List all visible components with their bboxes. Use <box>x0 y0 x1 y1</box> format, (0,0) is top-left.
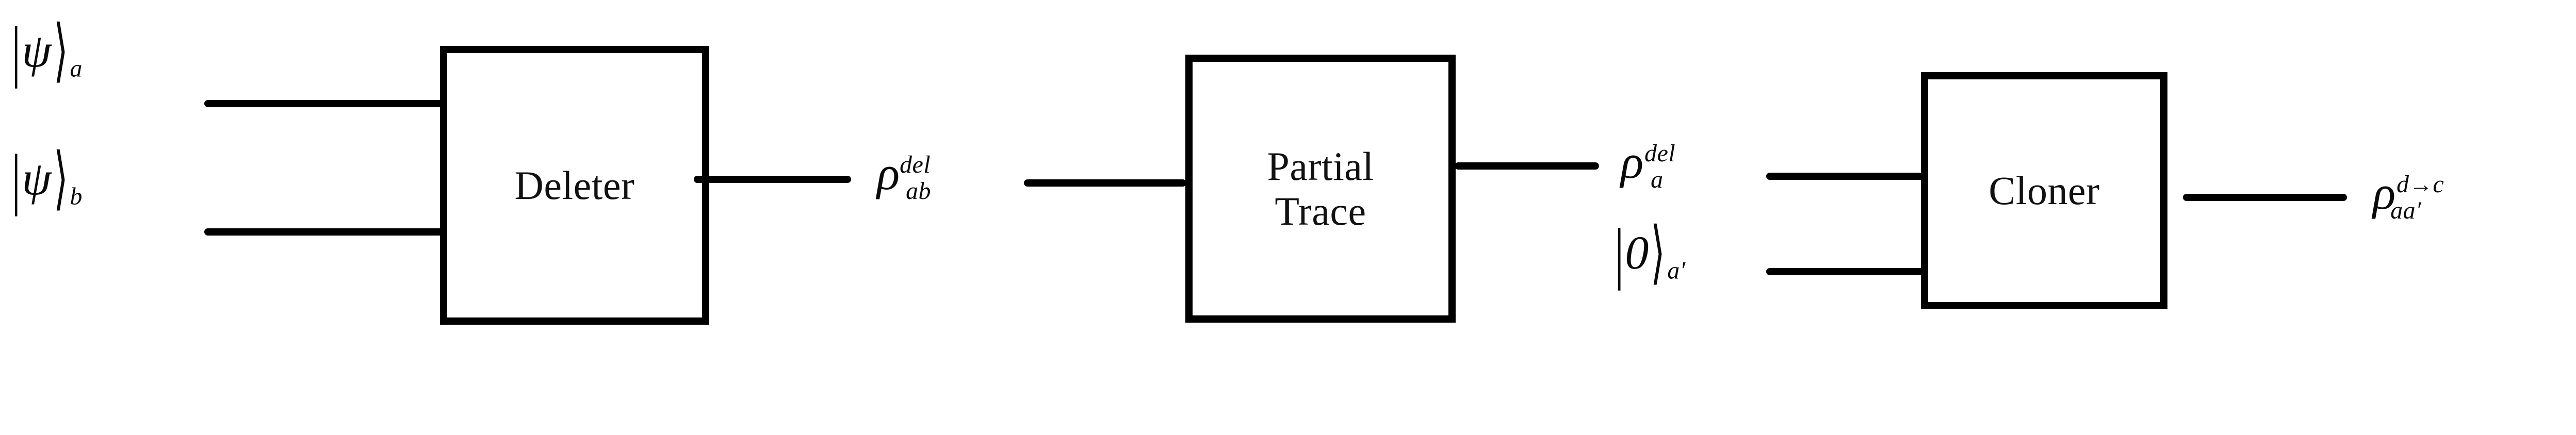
superscript-d: d <box>2396 171 2409 198</box>
wire-deleter-to-rho-del-ab <box>694 176 851 183</box>
wire-rho-del-a-to-cloner <box>1766 173 1927 180</box>
zero-symbol: 0 <box>1625 226 1649 279</box>
subscript-a: a <box>70 55 83 82</box>
subscript-a: a <box>1651 166 1664 194</box>
arrow-right-icon: → <box>2409 172 2433 198</box>
ket-close-icon: ⟩ <box>53 140 68 216</box>
ket-bar-icon: | <box>11 140 21 216</box>
ket-bar-icon: | <box>11 12 21 89</box>
subscript-ab: ab <box>906 177 931 205</box>
ket-close-icon: ⟩ <box>1651 214 1666 291</box>
gate-box-deleter[interactable]: Deleter <box>440 46 709 325</box>
superscript-d-to-c: d→c <box>2396 171 2444 198</box>
signal-label-ket-zero-aprime: |0⟩a′ <box>1615 218 1686 287</box>
gate-box-cloner[interactable]: Cloner <box>1921 72 2167 309</box>
superscript-del: del <box>900 151 931 179</box>
subscript-b: b <box>70 182 83 210</box>
wire-cloner-to-rho-dc <box>2183 194 2347 201</box>
wire-rho-del-ab-to-partial-trace <box>1024 179 1186 187</box>
signal-label-rho-dc-aaprime: ρd→caa′ <box>2373 166 2444 225</box>
signal-label-rho-del-ab: ρdelab <box>877 147 931 205</box>
input-label-psi-b: |ψ⟩b <box>11 144 83 212</box>
subscript-a-prime: a′ <box>1667 257 1686 285</box>
rho-symbol: ρ <box>1621 136 1644 188</box>
wire-psi-b-to-deleter <box>204 228 444 236</box>
signal-label-rho-del-a: ρdela <box>1621 136 1675 194</box>
subscript-aa-prime: aa′ <box>2390 197 2422 225</box>
rho-symbol: ρ <box>877 147 900 199</box>
ket-bar-icon: | <box>1615 214 1624 291</box>
superscript-c: c <box>2433 171 2444 198</box>
gate-box-partial-trace[interactable]: Partial Trace <box>1185 55 1456 323</box>
rho-symbol: ρ <box>2373 166 2396 219</box>
superscript-del: del <box>1644 140 1676 168</box>
psi-symbol: ψ <box>22 24 52 77</box>
gate-label-deleter: Deleter <box>514 162 635 208</box>
ket-close-icon: ⟩ <box>53 12 68 89</box>
gate-label-cloner: Cloner <box>1988 168 2100 213</box>
psi-symbol: ψ <box>22 152 52 205</box>
wire-ket-zero-to-cloner <box>1766 268 1927 275</box>
wire-partial-trace-to-rho-del-a <box>1455 162 1599 170</box>
input-label-psi-a: |ψ⟩a <box>11 16 83 85</box>
gate-label-partial-trace: Partial Trace <box>1267 143 1374 233</box>
wire-psi-a-to-deleter <box>204 100 444 107</box>
